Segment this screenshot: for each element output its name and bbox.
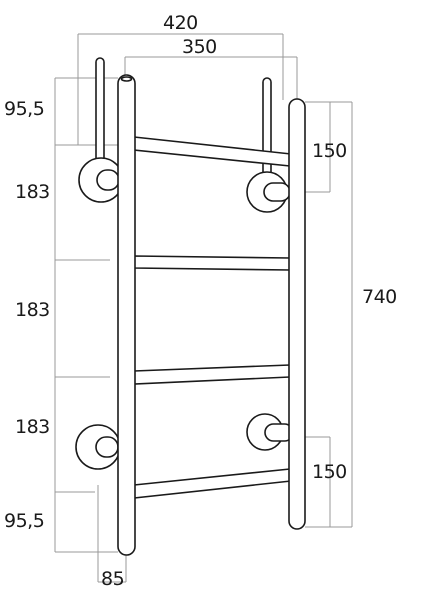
label-95-5-top: 95,5 bbox=[4, 98, 44, 120]
rung-2 bbox=[133, 255, 297, 271]
rail-right bbox=[288, 98, 306, 530]
label-183-2: 183 bbox=[15, 299, 50, 321]
label-150-bottom: 150 bbox=[312, 461, 347, 483]
bracket-peg-bottom-left bbox=[95, 436, 119, 458]
dimension-labels: 420 350 95,5 183 183 183 95,5 150 740 15… bbox=[4, 12, 397, 590]
label-95-5-bottom: 95,5 bbox=[4, 510, 44, 532]
label-183-3: 183 bbox=[15, 416, 50, 438]
rung-1 bbox=[133, 136, 298, 167]
label-350: 350 bbox=[182, 36, 217, 58]
rail-left bbox=[117, 74, 136, 556]
ladder-rungs bbox=[133, 136, 298, 499]
label-420: 420 bbox=[163, 12, 198, 34]
rung-3 bbox=[133, 364, 297, 385]
dimension-lines bbox=[54, 33, 353, 583]
bracket-peg-top-left bbox=[96, 169, 120, 191]
label-150-top: 150 bbox=[312, 140, 347, 162]
rung-4 bbox=[133, 468, 298, 499]
wall-brackets bbox=[75, 57, 294, 470]
label-85: 85 bbox=[101, 568, 124, 590]
ladder-rails bbox=[117, 74, 306, 556]
bracket-peg-top-right bbox=[263, 182, 291, 202]
label-740: 740 bbox=[362, 286, 397, 308]
label-183-1: 183 bbox=[15, 181, 50, 203]
